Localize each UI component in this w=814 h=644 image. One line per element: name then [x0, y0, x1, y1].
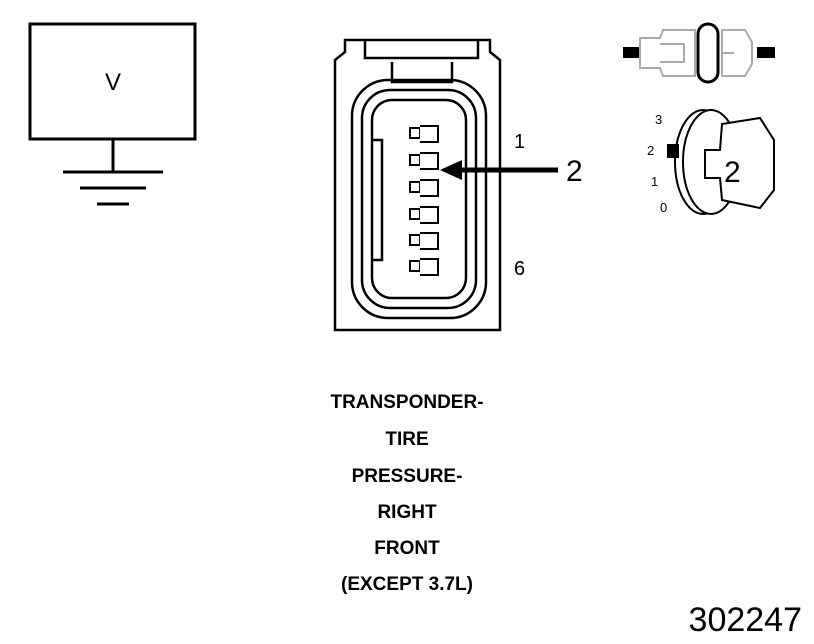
pin-1 — [409, 125, 439, 143]
voltmeter-symbol — [28, 22, 197, 206]
ignition-position-3: 3 — [655, 112, 662, 127]
caption-line-6: (EXCEPT 3.7L) — [341, 574, 473, 595]
caption-line-3: PRESSURE- — [351, 466, 463, 487]
pin-4 — [409, 206, 439, 224]
voltmeter-label: V — [105, 69, 121, 96]
ignition-key-label: 2 — [724, 156, 741, 189]
pin-3 — [409, 179, 439, 197]
pin-first-label: 1 — [514, 131, 525, 153]
caption-line-4: RIGHT — [377, 502, 437, 523]
ignition-position-marker — [667, 144, 679, 158]
ignition-position-0: 0 — [660, 200, 667, 215]
pin-6 — [409, 258, 439, 276]
pin-2 — [409, 152, 439, 170]
pin-5 — [409, 232, 439, 250]
ignition-key-icon — [674, 109, 775, 215]
probe-icon — [623, 22, 775, 84]
figure-id: 302247 — [688, 601, 802, 639]
caption-line-5: FRONT — [374, 538, 440, 559]
ignition-position-2: 2 — [647, 143, 654, 158]
callout-arrow — [440, 160, 558, 180]
ignition-position-1: 1 — [651, 174, 658, 189]
caption-line-1: TRANSPONDER- — [330, 392, 484, 413]
pin-last-label: 6 — [514, 258, 525, 280]
callout-label: 2 — [566, 155, 583, 188]
caption-line-2: TIRE — [385, 429, 429, 450]
pin-cavities — [409, 125, 439, 276]
